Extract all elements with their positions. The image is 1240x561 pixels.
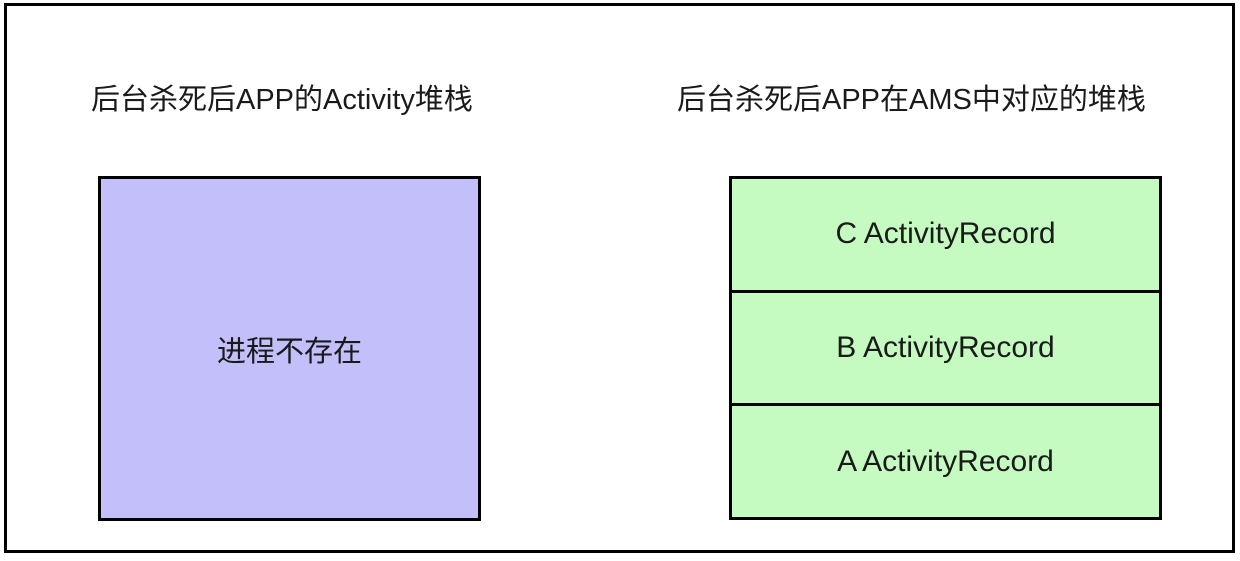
ams-stack-row-b: B ActivityRecord <box>732 292 1159 407</box>
ams-stack-row-c: C ActivityRecord <box>732 179 1159 293</box>
ams-activity-record-stack-title: 后台杀死后APP在AMS中对应的堆栈 <box>677 84 1146 116</box>
app-activity-stack-title: 后台杀死后APP的Activity堆栈 <box>91 84 473 116</box>
app-activity-stack-label: 进程不存在 <box>216 335 362 368</box>
app-activity-stack-box: 进程不存在 <box>98 176 481 521</box>
ams-stack-row-label-a: A ActivityRecord <box>837 444 1054 478</box>
ams-stack-row-a: A ActivityRecord <box>732 406 1159 518</box>
diagram-outer-frame: 后台杀死后APP的Activity堆栈 后台杀死后APP在AMS中对应的堆栈 进… <box>4 3 1235 553</box>
ams-activity-record-stack-box: C ActivityRecord B ActivityRecord A Acti… <box>729 176 1162 520</box>
ams-stack-row-label-b: B ActivityRecord <box>836 331 1055 364</box>
ams-stack-row-label-c: C ActivityRecord <box>835 217 1056 251</box>
